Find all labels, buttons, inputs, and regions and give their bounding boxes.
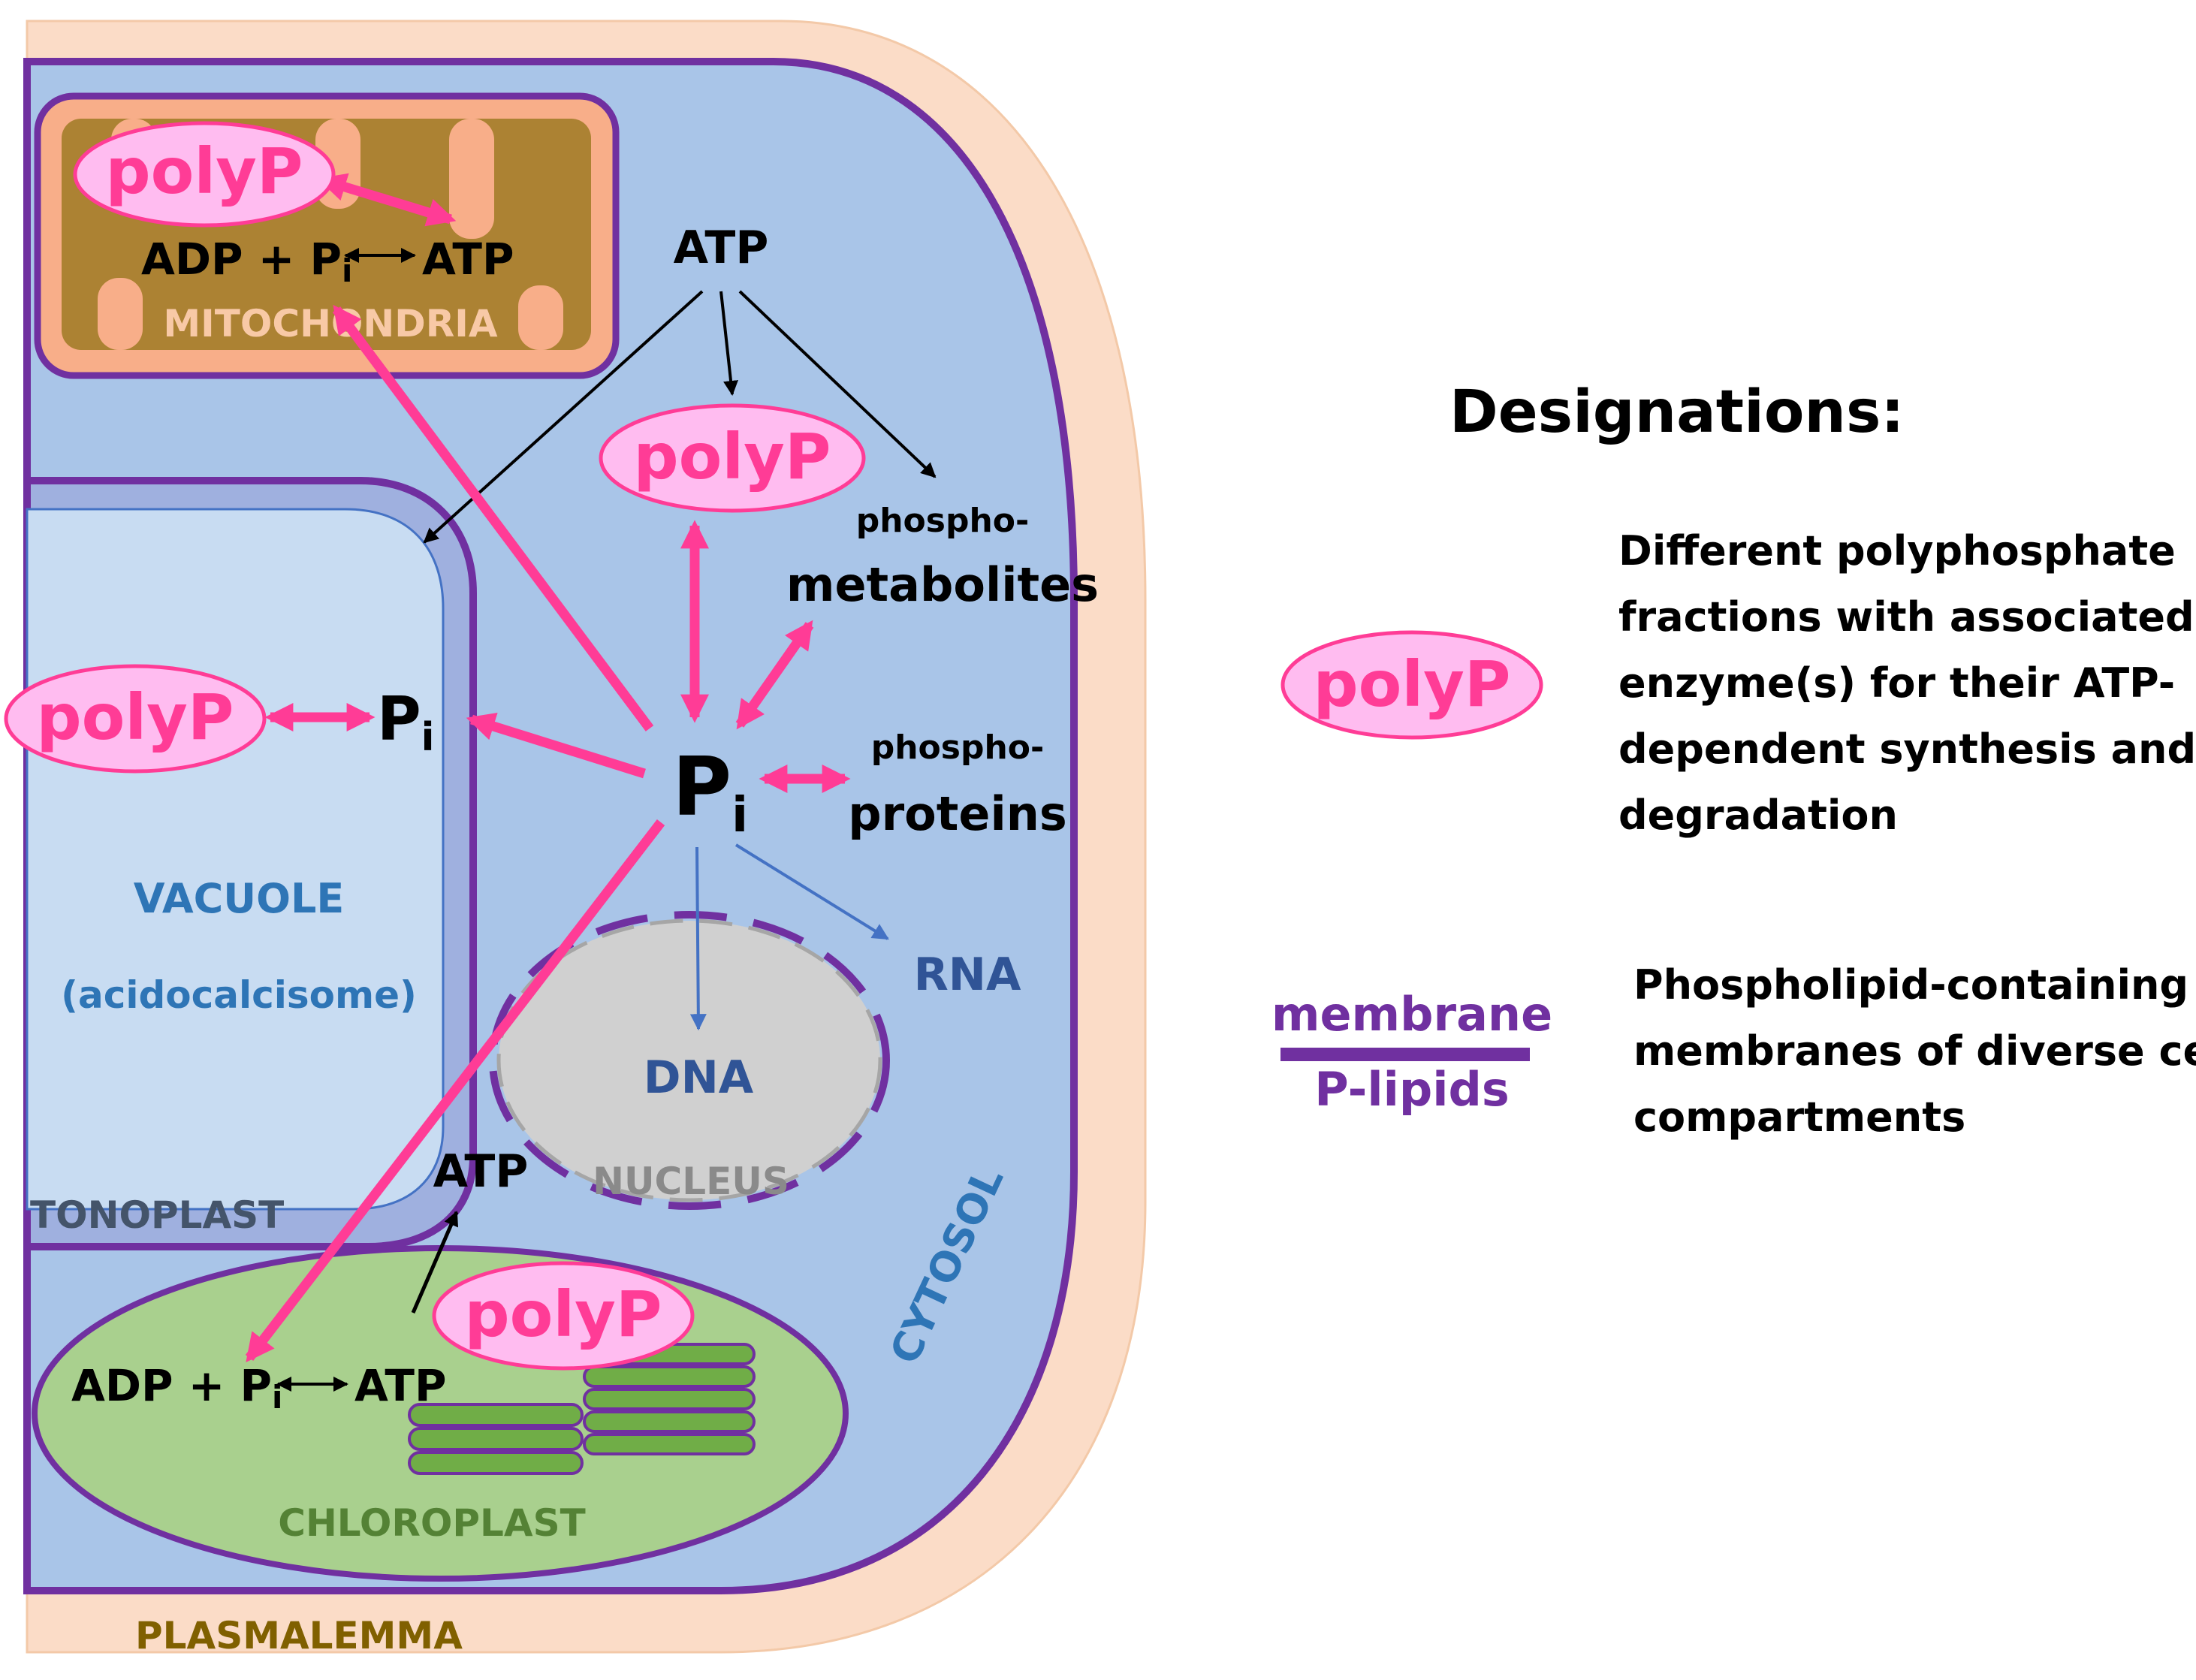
atp-label-chloroplast: ATP <box>433 1145 529 1198</box>
legend-membrane-description: Phospholipid-containing membranes of div… <box>1633 961 2196 1141</box>
rna-label: RNA <box>914 949 1021 1001</box>
legend-polyp-description: Different polyphosphate fractions with a… <box>1618 527 2196 839</box>
polyp-chloroplast: polyP <box>432 1261 695 1371</box>
pi-to-chloroplast-arrow <box>245 819 665 1363</box>
polyp-mitochondria-atp-arrow <box>317 173 457 227</box>
mitochondria-equation-right: ATP <box>422 234 514 285</box>
svg-text:polyP: polyP <box>465 1277 662 1351</box>
legend-membrane-symbol: membrane P-lipids <box>1271 987 1552 1117</box>
pi-to-vacuole-arrow <box>466 712 646 779</box>
svg-text:polyP: polyP <box>37 680 234 754</box>
legend-title: Designations: <box>1449 379 1905 446</box>
mitochondria-name: MITOCHONDRIA <box>163 302 497 345</box>
pi-to-dna-arrow <box>689 846 707 1031</box>
pi-central: Pi <box>672 740 748 843</box>
atp-label-top: ATP <box>674 222 769 274</box>
atp-to-vacuole-arrow <box>423 290 704 544</box>
svg-text:Phospholipid-containing: Phospholipid-containing <box>1633 961 2188 1009</box>
svg-text:P-lipids: P-lipids <box>1314 1062 1510 1117</box>
tonoplast-label: TONOPLAST <box>30 1193 284 1237</box>
chloroplast-name: CHLOROPLAST <box>278 1501 585 1545</box>
svg-text:Different polyphosphate: Different polyphosphate <box>1618 527 2176 575</box>
atp-to-polyp-arrow <box>719 291 738 396</box>
polyp-mitochondria: polyP <box>73 121 336 228</box>
phospho-proteins-prefix: phospho- <box>871 728 1045 767</box>
vacuole <box>26 508 445 1211</box>
svg-text:polyP: polyP <box>634 420 831 493</box>
legend-polyp-symbol: polyP <box>1280 630 1543 740</box>
svg-text:polyP: polyP <box>1314 647 1511 721</box>
pi-to-rna-arrow <box>735 843 889 940</box>
nucleus-name: NUCLEUS <box>593 1160 789 1203</box>
atp-to-phosphometabolites-arrow <box>738 290 937 478</box>
svg-text:polyP: polyP <box>106 134 303 208</box>
svg-text:membranes of diverse cell: membranes of diverse cell <box>1633 1027 2196 1075</box>
svg-text:membrane: membrane <box>1271 987 1552 1042</box>
svg-text:compartments: compartments <box>1633 1093 1965 1141</box>
vacuole-name: VACUOLE <box>134 875 345 922</box>
pi-to-mitochondria-arrow <box>332 304 654 731</box>
polyp-cytosol: polyP <box>599 403 866 513</box>
phospho-metabolites-prefix: phospho- <box>856 502 1030 540</box>
thylakoid-stack-right <box>583 1343 756 1455</box>
thylakoid-stack-left <box>408 1403 584 1475</box>
phospho-proteins-label: proteins <box>848 786 1067 841</box>
svg-text:enzyme(s) for their ATP-: enzyme(s) for their ATP- <box>1618 659 2175 707</box>
pi-vacuole: Pi <box>377 684 434 760</box>
chloroplast-equation-right: ATP <box>354 1360 446 1411</box>
plasmalemma-label: PLASMALEMMA <box>135 1614 463 1657</box>
mitochondria-equation-left: ADP + Pi <box>141 234 352 289</box>
nucleus <box>496 918 882 1202</box>
dna-label: DNA <box>644 1051 754 1104</box>
vacuole-subtitle: (acidocalcisome) <box>61 973 417 1017</box>
chloroplast-atp-out-arrow <box>411 1211 459 1314</box>
svg-text:fractions with associated: fractions with associated <box>1618 593 2194 641</box>
chloroplast-equation-left: ADP + Pi <box>71 1360 282 1416</box>
polyp-vacuole: polyP <box>4 664 267 774</box>
svg-text:dependent synthesis and: dependent synthesis and <box>1618 725 2196 773</box>
pi-phosphometabolites-arrow <box>735 620 814 730</box>
nucleus-envelope <box>489 911 890 1210</box>
svg-text:degradation: degradation <box>1618 792 1898 839</box>
phospho-metabolites-label: metabolites <box>786 557 1099 612</box>
